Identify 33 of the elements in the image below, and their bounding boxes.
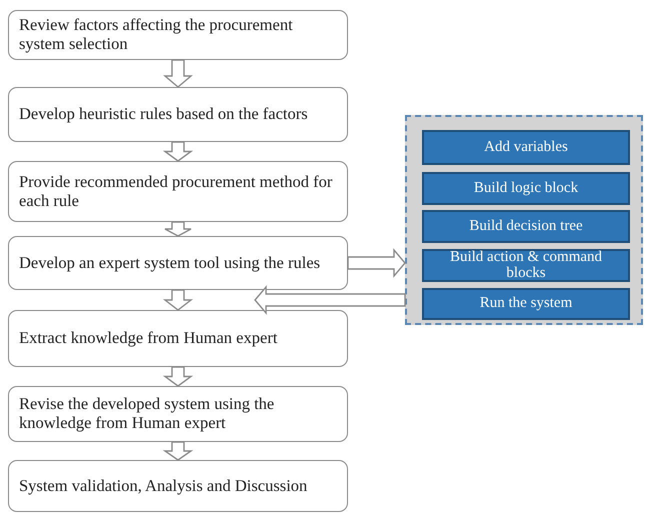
- box-text: Run the system: [480, 296, 572, 312]
- box-text: Develop an expert system tool using the rules: [19, 254, 320, 272]
- box-text: Extract knowledge from Human expert: [19, 329, 278, 348]
- box-text: Revise the developed system using the knowledge from Human expert: [19, 395, 276, 433]
- box-text: Build action & command blocks: [448, 250, 604, 282]
- step-box: [422, 172, 630, 205]
- process-box: [8, 87, 348, 142]
- box-text: Build logic block: [474, 180, 578, 196]
- block-arrow: [164, 221, 192, 237]
- process-box: [8, 460, 348, 512]
- box-text: Build decision tree: [469, 218, 583, 234]
- box-text: Add variables: [484, 140, 568, 156]
- block-arrow: [347, 248, 406, 278]
- step-box: [422, 210, 630, 243]
- process-box: [8, 236, 348, 290]
- block-arrow: [162, 366, 194, 387]
- block-arrow: [163, 59, 193, 88]
- box-text: System validation, Analysis and Discussion: [19, 476, 308, 496]
- block-arrow: [162, 289, 194, 311]
- block-arrow: [162, 141, 194, 162]
- process-box: [8, 386, 348, 442]
- step-box: [422, 249, 630, 282]
- box-text: Develop heuristic rules based on the factors: [19, 105, 308, 124]
- block-arrow: [254, 285, 406, 315]
- step-box: [422, 130, 630, 165]
- process-box: [8, 310, 348, 367]
- dashed-panel: [405, 115, 643, 325]
- box-text: Provide recommended procurement method for each rule: [19, 172, 334, 210]
- step-box: [422, 288, 630, 320]
- process-box: [8, 161, 348, 222]
- block-arrow: [162, 441, 194, 461]
- box-text: Review factors affecting the procurement system selection: [19, 16, 294, 54]
- process-box: [8, 10, 348, 60]
